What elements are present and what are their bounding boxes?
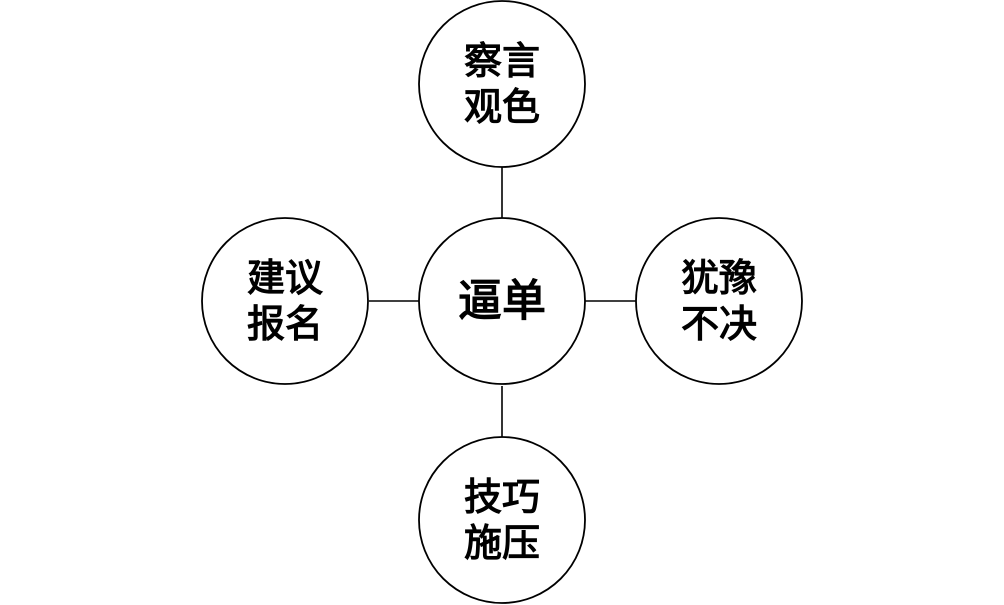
node-top-circle <box>418 0 586 168</box>
node-right-circle <box>635 217 803 385</box>
node-left: 建议 报名 <box>201 217 369 385</box>
node-top-line2: 观色 <box>464 85 540 129</box>
node-center: 逼单 <box>418 217 586 385</box>
node-top-line1: 察言 <box>464 39 540 83</box>
node-right-line1: 犹豫 <box>681 256 757 300</box>
node-right: 犹豫 不决 <box>635 217 803 385</box>
node-bottom: 技巧 施压 <box>418 436 586 604</box>
node-top: 察言 观色 <box>418 0 586 168</box>
node-left-line1: 建议 <box>247 256 324 300</box>
node-center-label: 逼单 <box>458 276 546 327</box>
node-left-circle <box>201 217 369 385</box>
node-left-line2: 报名 <box>247 302 323 346</box>
node-bottom-circle <box>418 436 586 604</box>
node-bottom-line2: 施压 <box>464 521 540 565</box>
node-center-circle <box>418 217 586 385</box>
node-right-line2: 不决 <box>681 302 757 346</box>
node-bottom-line1: 技巧 <box>464 475 540 519</box>
